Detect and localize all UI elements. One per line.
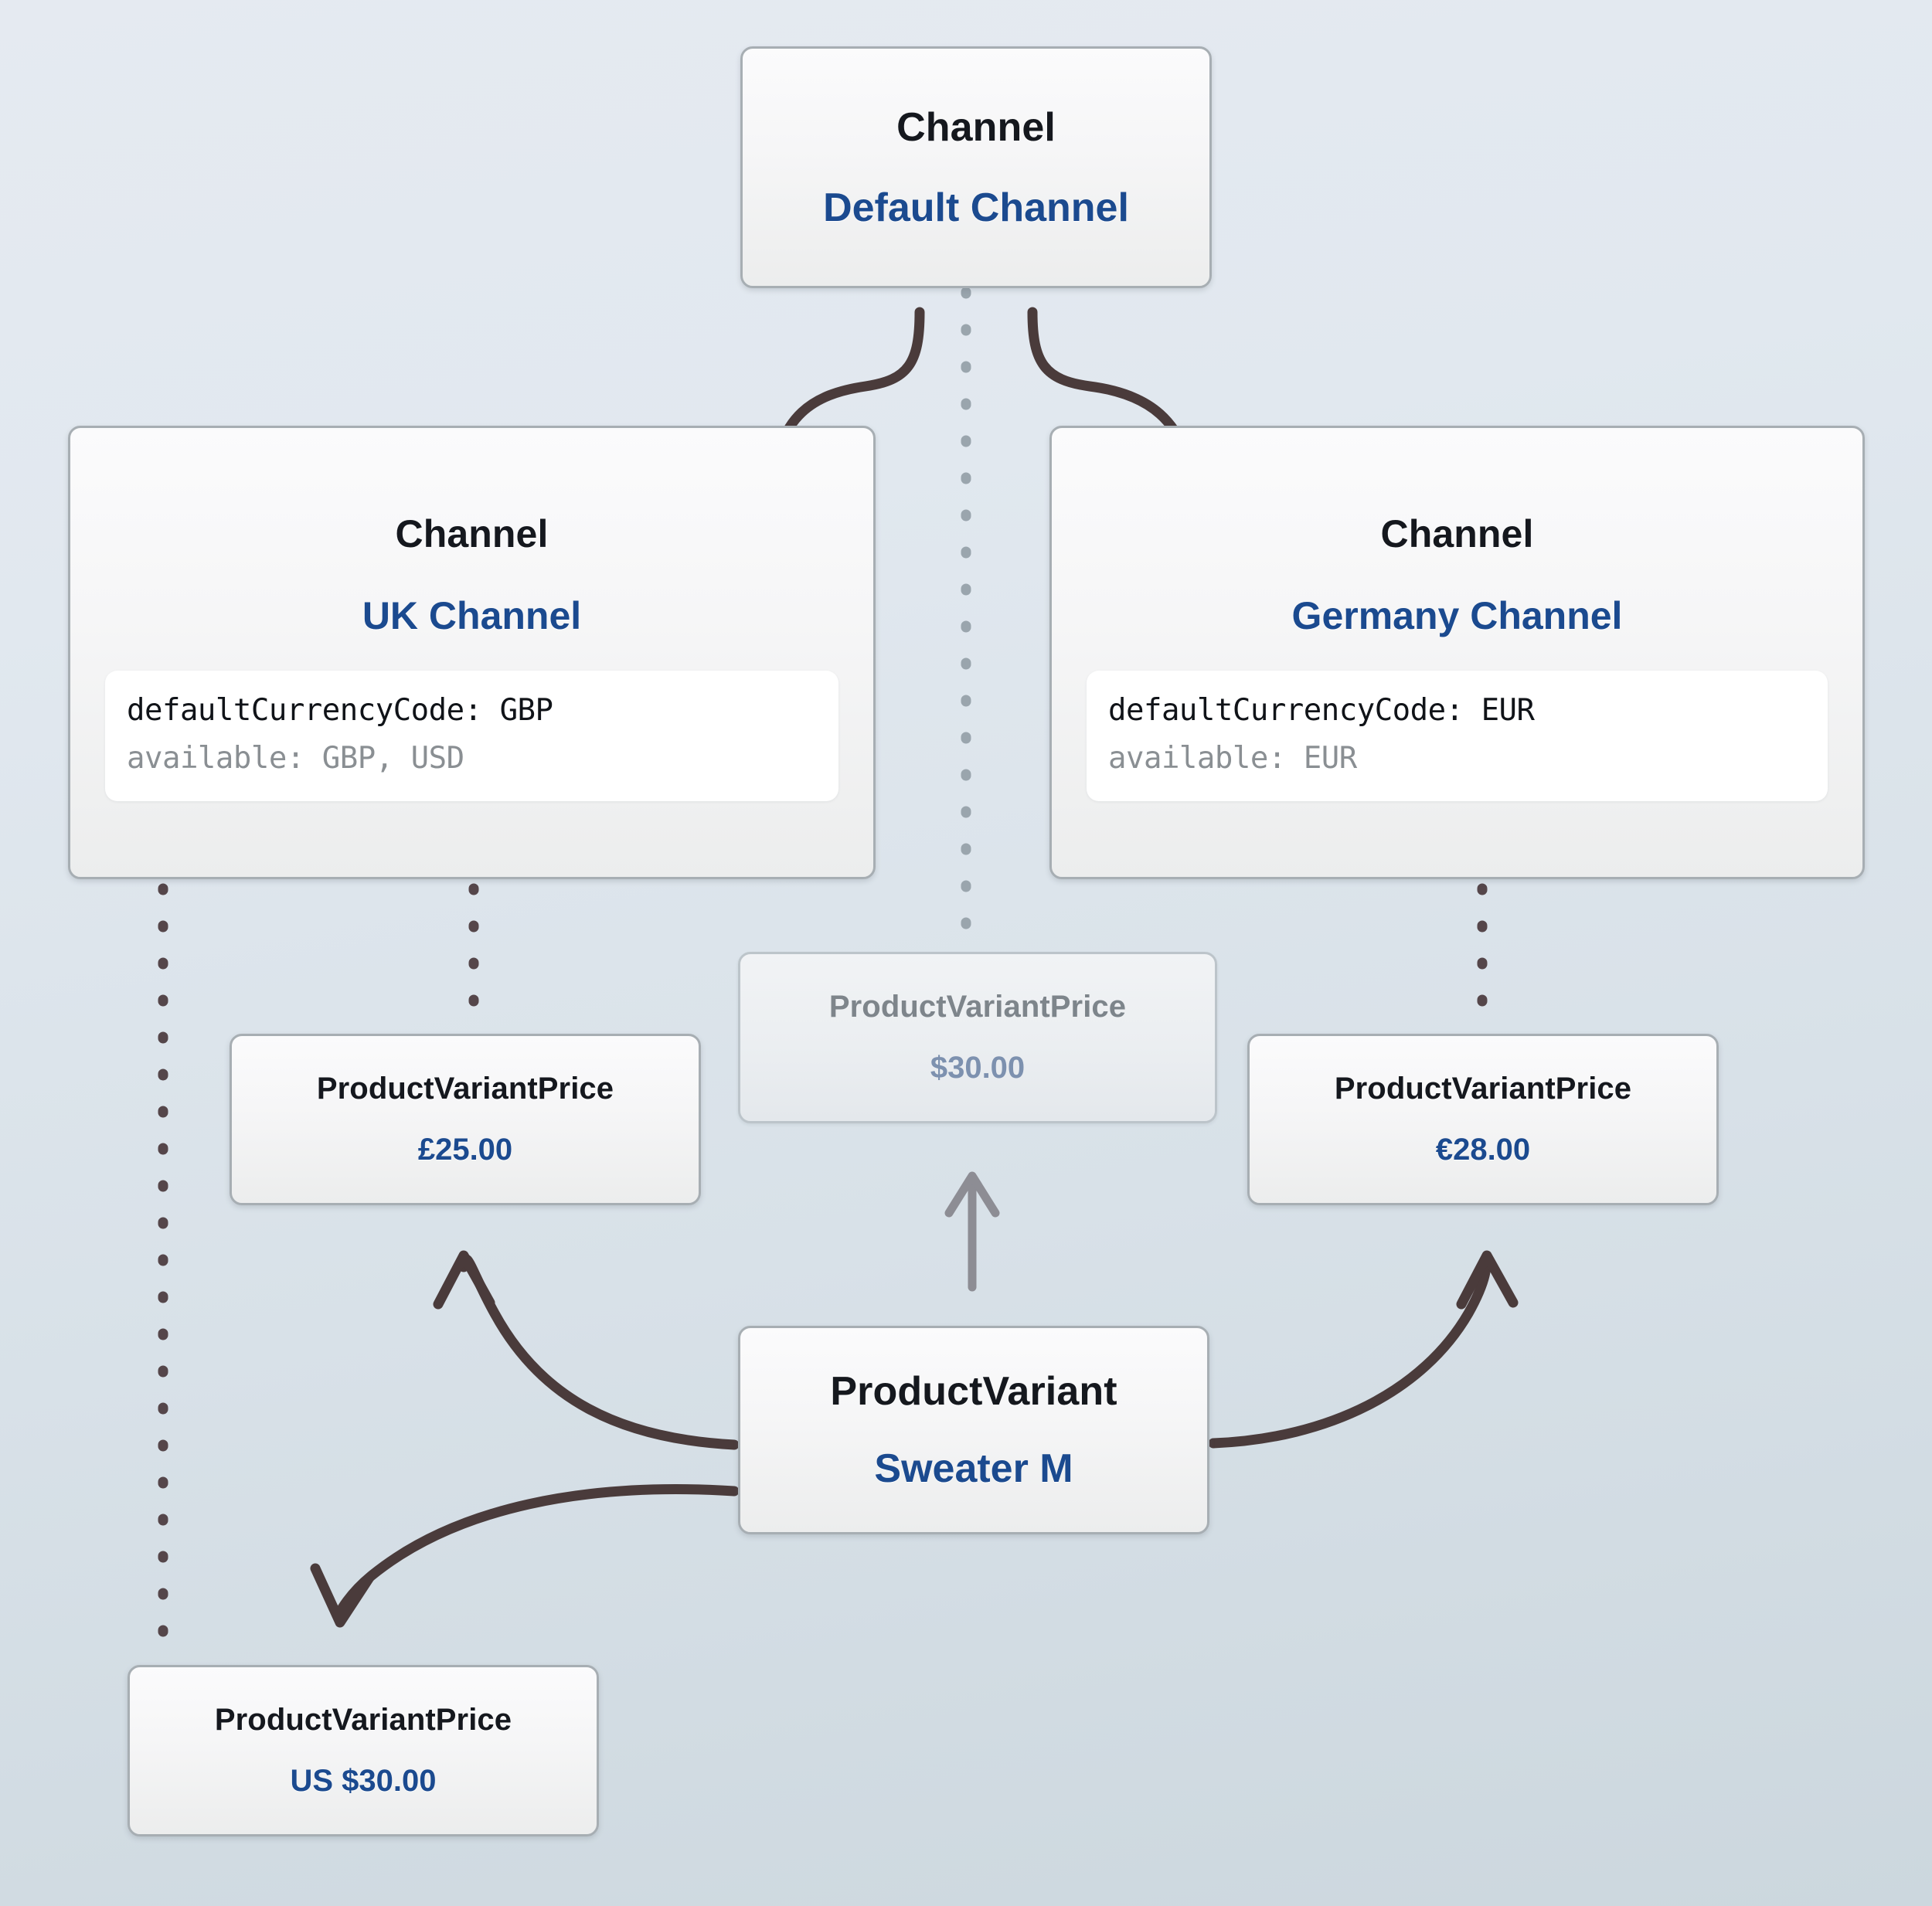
node-value-label: US $30.00 xyxy=(290,1764,437,1798)
node-value-label: €28.00 xyxy=(1435,1133,1531,1167)
node-class-label: ProductVariantPrice xyxy=(316,1072,614,1106)
node-value-label: $30.00 xyxy=(930,1051,1026,1085)
node-class-label: Channel xyxy=(896,104,1056,150)
node-price-usd[interactable]: ProductVariantPrice US $30.00 xyxy=(128,1665,599,1836)
node-value-label: Default Channel xyxy=(823,185,1129,230)
node-price-gbp[interactable]: ProductVariantPrice £25.00 xyxy=(230,1034,701,1205)
node-class-label: ProductVariantPrice xyxy=(1334,1072,1632,1106)
property-default-currency: defaultCurrencyCode: EUR xyxy=(1108,693,1535,729)
edge-variant-to-gbp-price xyxy=(433,1250,740,1450)
node-default-channel[interactable]: Channel Default Channel xyxy=(740,46,1212,288)
edge-variant-to-eur-price xyxy=(1208,1250,1519,1449)
node-value-label: £25.00 xyxy=(417,1133,513,1167)
property-panel: defaultCurrencyCode: GBP available: GBP,… xyxy=(105,671,838,801)
node-germany-channel[interactable]: Channel Germany Channel defaultCurrencyC… xyxy=(1049,426,1865,879)
edge-variant-to-ghost-price xyxy=(944,1171,1000,1292)
property-available-currencies: available: EUR xyxy=(1108,740,1357,776)
node-product-variant[interactable]: ProductVariant Sweater M xyxy=(738,1326,1209,1534)
node-class-label: ProductVariant xyxy=(830,1369,1117,1414)
node-value-label: Germany Channel xyxy=(1291,594,1623,638)
node-value-label: UK Channel xyxy=(362,594,582,638)
edge-variant-to-usd-price xyxy=(310,1484,740,1628)
property-panel: defaultCurrencyCode: EUR available: EUR xyxy=(1087,671,1828,801)
node-price-eur[interactable]: ProductVariantPrice €28.00 xyxy=(1247,1034,1719,1205)
node-uk-channel[interactable]: Channel UK Channel defaultCurrencyCode: … xyxy=(68,426,876,879)
node-price-usd-ghost[interactable]: ProductVariantPrice $30.00 xyxy=(738,952,1217,1123)
property-available-currencies: available: GBP, USD xyxy=(127,740,464,776)
node-class-label: Channel xyxy=(395,512,549,556)
property-default-currency: defaultCurrencyCode: GBP xyxy=(127,693,553,729)
node-class-label: Channel xyxy=(1380,512,1534,556)
node-class-label: ProductVariantPrice xyxy=(828,990,1127,1024)
node-value-label: Sweater M xyxy=(874,1446,1073,1491)
node-class-label: ProductVariantPrice xyxy=(214,1703,512,1737)
